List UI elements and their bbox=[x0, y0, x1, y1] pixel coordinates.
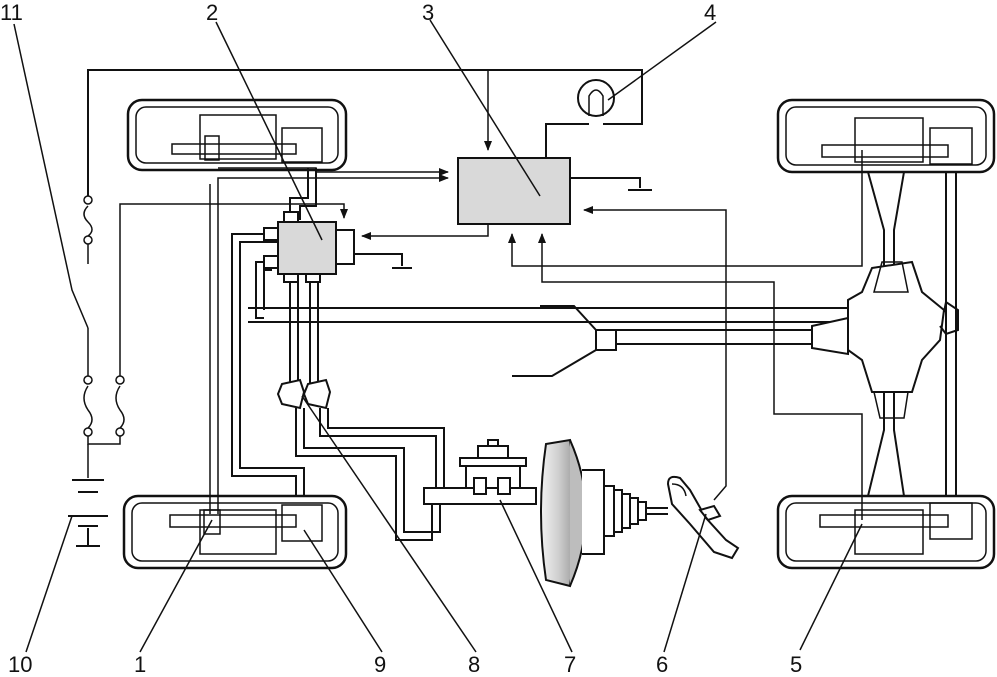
wheel-front-left bbox=[126, 98, 348, 172]
proportioning-valve bbox=[276, 378, 332, 410]
label-1: 1 bbox=[134, 652, 146, 677]
label-8: 8 bbox=[468, 652, 480, 677]
label-4: 4 bbox=[704, 0, 716, 25]
hydraulic-lines bbox=[231, 168, 445, 541]
abs-ecu bbox=[457, 157, 652, 225]
brake-booster bbox=[540, 438, 668, 588]
leader-lines bbox=[13, 19, 863, 653]
label-5: 5 bbox=[790, 652, 802, 677]
label-11: 11 bbox=[0, 0, 23, 25]
rear-axle-assembly bbox=[847, 171, 959, 497]
callout-labels: 11 2 3 4 10 1 9 8 7 6 5 bbox=[0, 0, 802, 677]
wheel-front-right bbox=[776, 98, 996, 174]
label-3: 3 bbox=[422, 0, 434, 25]
warning-lamp bbox=[87, 69, 643, 196]
drive-shaft bbox=[248, 305, 849, 377]
label-2: 2 bbox=[206, 0, 218, 25]
sensor-wiring bbox=[119, 70, 863, 520]
hydraulic-modulator bbox=[263, 211, 412, 283]
label-6: 6 bbox=[656, 652, 668, 677]
brake-pedal bbox=[666, 475, 740, 560]
label-9: 9 bbox=[374, 652, 386, 677]
wheel-rear-right bbox=[776, 494, 996, 570]
battery-fuse-circuit bbox=[68, 195, 125, 547]
master-cylinder bbox=[423, 439, 537, 505]
label-7: 7 bbox=[564, 652, 576, 677]
wheel-rear-left bbox=[122, 494, 348, 570]
label-10: 10 bbox=[8, 652, 32, 677]
